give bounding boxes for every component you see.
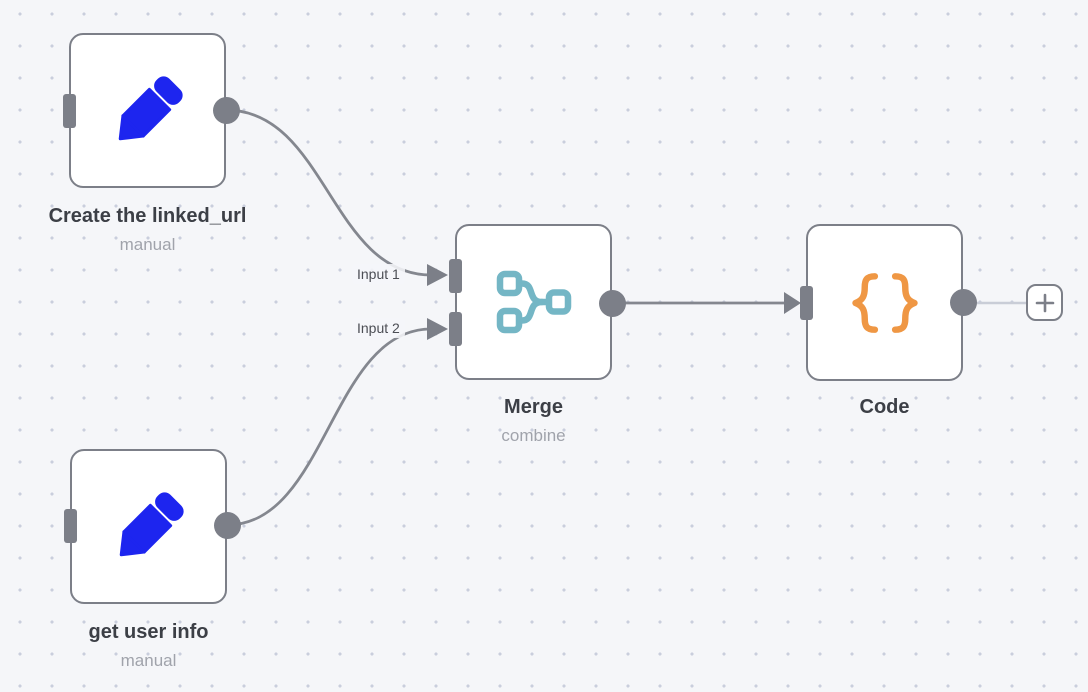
node-body[interactable]	[806, 224, 963, 381]
node-output-handle[interactable]	[949, 289, 977, 316]
connection-arrowhead	[427, 318, 448, 340]
connection-arrowhead	[784, 292, 801, 314]
node-label: get user info manual	[88, 619, 208, 672]
connection-arrowhead	[427, 264, 448, 286]
node-label: Merge combine	[501, 394, 565, 447]
node-title: get user info	[88, 621, 209, 643]
node-label: Code	[860, 394, 910, 420]
pencil-icon	[118, 75, 183, 140]
plus-icon	[1035, 293, 1054, 312]
node-merge[interactable]: Merge combine	[448, 224, 626, 445]
node-output-handle[interactable]	[598, 289, 626, 317]
node-create-the-linked_url[interactable]: Create the linked_url manual	[49, 33, 246, 254]
node-subtitle: combine	[501, 426, 566, 445]
node-subtitle: manual	[120, 651, 177, 670]
connection-get-user-info-to-merge-input2[interactable]	[226, 327, 432, 527]
add-node-button[interactable]	[1026, 284, 1063, 321]
node-input-handle-2[interactable]	[448, 312, 462, 346]
node-body[interactable]	[455, 224, 612, 380]
node-input-handle[interactable]	[799, 285, 813, 320]
node-output-handle[interactable]	[213, 511, 241, 539]
node-code[interactable]: Code	[799, 224, 977, 418]
node-body[interactable]	[69, 33, 226, 188]
node-title: Code	[859, 396, 910, 418]
node-get-user-info[interactable]: get user info manual	[63, 449, 241, 670]
input-2-label: Input 2	[352, 318, 405, 338]
node-input-handle[interactable]	[63, 509, 77, 543]
node-title: Merge	[504, 396, 563, 418]
connection-create-linked-url-to-merge-input1[interactable]	[225, 108, 432, 277]
node-title: Create the linked_url	[48, 205, 247, 227]
node-output-handle[interactable]	[212, 96, 240, 124]
node-label: Create the linked_url manual	[49, 203, 247, 256]
merge-icon	[496, 270, 571, 334]
node-input-handle[interactable]	[62, 93, 76, 128]
input-1-label: Input 1	[352, 264, 405, 284]
node-subtitle: manual	[119, 235, 176, 254]
code-braces-icon	[851, 272, 918, 333]
pencil-icon	[119, 491, 184, 556]
node-input-handle-1[interactable]	[448, 258, 462, 293]
node-body[interactable]	[70, 449, 227, 604]
